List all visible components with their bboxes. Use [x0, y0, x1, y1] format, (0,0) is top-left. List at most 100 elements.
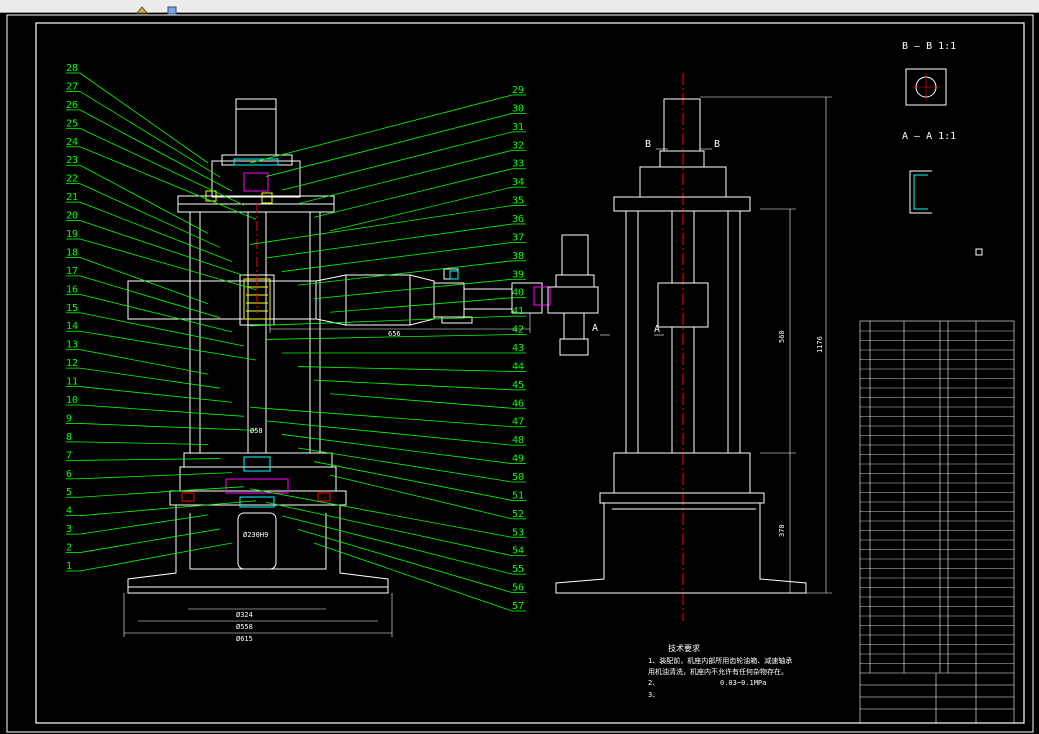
part-number-32: 32	[512, 140, 524, 151]
leader-line	[79, 127, 245, 206]
part-number-16: 16	[66, 284, 78, 295]
part-number-26: 26	[66, 100, 78, 111]
section-b-right: B	[714, 139, 720, 150]
bill-of-materials	[859, 320, 1015, 724]
cad-drawing-canvas: 2827262524232221201918171615141312111098…	[6, 14, 1034, 733]
part-number-44: 44	[512, 361, 524, 372]
leader-line	[79, 458, 221, 461]
leader-line	[249, 205, 513, 245]
leader-line	[79, 386, 233, 403]
leader-line	[329, 186, 513, 232]
leader-line	[313, 379, 513, 391]
part-number-20: 20	[66, 211, 78, 222]
part-number-5: 5	[66, 487, 72, 498]
section-view-bb: B — B 1:1	[902, 41, 956, 106]
leader-line	[265, 334, 513, 340]
part-number-21: 21	[66, 192, 78, 203]
leader-line	[79, 220, 245, 276]
part-number-57: 57	[512, 601, 524, 612]
tech-req-2-label: 2、	[648, 679, 659, 687]
base-outline	[127, 505, 389, 594]
leader-line	[281, 242, 513, 272]
leader-line	[79, 312, 245, 347]
toolbar-tool-icon[interactable]	[135, 0, 149, 14]
leader-line	[265, 113, 513, 177]
part-number-3: 3	[66, 524, 72, 535]
part-number-29: 29	[512, 85, 524, 96]
part-number-9: 9	[66, 413, 72, 424]
section-view-aa: A — A 1:1	[902, 131, 956, 214]
part-number-27: 27	[66, 81, 78, 92]
part-number-49: 49	[512, 454, 524, 465]
diameter-615-dim: Ø615	[236, 635, 253, 643]
part-number-14: 14	[66, 321, 78, 332]
leader-line	[329, 393, 513, 409]
part-number-1: 1	[66, 561, 72, 572]
leader-line	[281, 434, 513, 464]
part-number-48: 48	[512, 435, 524, 446]
part-number-34: 34	[512, 177, 524, 188]
leader-line	[79, 528, 221, 553]
part-number-46: 46	[512, 398, 524, 409]
leader-line	[79, 257, 209, 305]
part-number-4: 4	[66, 506, 72, 517]
leader-line	[297, 149, 513, 205]
leader-line	[313, 542, 513, 612]
bore-dim: Ø58	[250, 427, 263, 435]
tech-req-1b: 用机油清洗，机座内不允许有任何杂物存在。	[648, 667, 788, 676]
part-number-39: 39	[512, 269, 524, 280]
part-numbers-left: 2827262524232221201918171615141312111098…	[66, 63, 78, 572]
leader-line	[79, 330, 257, 361]
height-560-dim: 560	[778, 330, 786, 343]
leader-lines-right	[249, 94, 526, 612]
part-number-19: 19	[66, 229, 78, 240]
leader-line	[313, 278, 513, 300]
technical-requirements: 技术要求 1、装配前，机座内部所用齿轮油箱、减速轴承 用机油清洗，机座内不允许有…	[648, 643, 792, 699]
tech-req-3: 3、	[648, 691, 659, 699]
toolbar-cube-icon[interactable]	[166, 0, 178, 15]
dimension-lines	[123, 96, 832, 637]
leader-line	[297, 260, 513, 286]
part-number-36: 36	[512, 214, 524, 225]
part-number-23: 23	[66, 155, 78, 166]
leader-line	[79, 542, 233, 572]
leader-line	[79, 201, 233, 262]
part-number-52: 52	[512, 509, 524, 520]
part-number-41: 41	[512, 306, 524, 317]
part-number-53: 53	[512, 527, 524, 538]
leader-line	[281, 131, 513, 191]
leader-line	[79, 423, 257, 431]
section-a-right: A	[654, 324, 660, 335]
application-toolbar	[0, 0, 1039, 15]
part-number-54: 54	[512, 546, 524, 557]
part-number-35: 35	[512, 196, 524, 207]
leader-line	[249, 488, 513, 538]
leader-line	[297, 366, 513, 372]
dimension-texts: 656 Ø324 Ø558 Ø615 Ø230H9 Ø58 560 370 11…	[236, 330, 824, 643]
part-number-45: 45	[512, 380, 524, 391]
hatch-details	[181, 158, 551, 508]
leader-line	[79, 293, 233, 333]
part-number-30: 30	[512, 103, 524, 114]
leader-line	[313, 461, 513, 501]
leader-line	[297, 447, 513, 483]
arm-length-dim: 656	[388, 330, 401, 338]
leader-line	[79, 514, 209, 535]
diameter-558-dim: Ø558	[236, 623, 253, 631]
part-number-47: 47	[512, 417, 524, 428]
part-number-10: 10	[66, 395, 78, 406]
leader-line	[79, 472, 233, 480]
part-number-7: 7	[66, 450, 72, 461]
part-number-24: 24	[66, 137, 78, 148]
part-number-15: 15	[66, 303, 78, 314]
leader-line	[249, 406, 513, 428]
tech-req-2-value: 0.03~0.1MPa	[720, 679, 766, 687]
leader-line	[265, 420, 513, 446]
leader-line	[79, 146, 257, 220]
diameter-324-dim: Ø324	[236, 611, 253, 619]
side-view	[555, 98, 807, 594]
leader-line	[79, 109, 233, 192]
small-marker	[975, 248, 983, 256]
leader-line	[313, 168, 513, 218]
part-number-55: 55	[512, 564, 524, 575]
